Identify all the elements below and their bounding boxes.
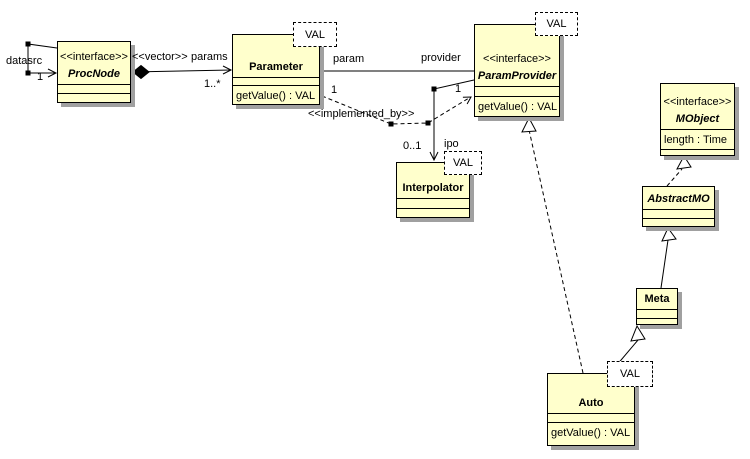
hollow-triangle-icon <box>676 155 692 170</box>
attributes-compartment <box>397 198 469 208</box>
class-name: Auto <box>578 397 604 409</box>
waypoint-handle <box>388 121 394 127</box>
template-param-box-auto: VAL <box>607 361 653 387</box>
edge-implemented-by-dependency <box>318 93 472 127</box>
edge-multiplicity-ipo: 0..1 <box>403 140 422 152</box>
operations-compartment: getValue() : VAL <box>475 96 559 118</box>
template-param-box-parameter: VAL <box>293 22 337 47</box>
attributes-compartment <box>475 86 559 96</box>
class-name: MObject <box>675 113 720 125</box>
edge-auto-paramprovider-realization <box>521 116 584 374</box>
waypoint-handle <box>25 41 31 47</box>
title-compartment: AbstractMO <box>643 187 714 209</box>
waypoint-handle <box>431 86 437 92</box>
edge-stereotype-vector: <<vector>> <box>132 51 188 63</box>
operations-compartment <box>58 93 130 104</box>
template-param-box-interpolator: VAL <box>444 151 482 175</box>
open-arrow-icon <box>429 151 439 162</box>
attributes-compartment: length : Time <box>661 129 734 149</box>
edge-role-param: param <box>333 53 365 65</box>
waypoint-handle <box>25 70 31 76</box>
edge-provider-ipo-association <box>429 79 475 162</box>
title-compartment: Meta <box>637 289 677 309</box>
title-compartment: <<interface>> MObject <box>661 84 734 129</box>
template-param-box-paramprovider: VAL <box>535 12 578 36</box>
class-box-paramprovider: <<interface>> ParamProvider getValue() :… <box>474 24 560 117</box>
stereotype-label: <<interface>> <box>483 53 551 65</box>
attribute-label: length : Time <box>664 134 727 146</box>
edge-multiplicity-implemented-by-param-end: 1 <box>331 84 338 96</box>
operations-compartment <box>643 218 714 228</box>
open-arrow-icon <box>47 68 58 78</box>
edge-stereotype-implemented-by: <<implemented_by>> <box>308 108 415 120</box>
operations-compartment <box>637 318 677 326</box>
edge-multiplicity-params: 1..* <box>204 78 221 90</box>
class-name: Parameter <box>249 61 303 73</box>
class-box-meta: Meta <box>636 288 678 325</box>
edge-multiplicity-implemented-by-provider-end: 1 <box>455 83 462 95</box>
edge-params-composition <box>130 64 233 80</box>
operation-label: getValue() : VAL <box>478 101 558 113</box>
open-arrow-icon <box>462 96 472 105</box>
attributes-compartment <box>643 209 714 218</box>
edge-role-provider: provider <box>421 52 461 64</box>
operations-compartment <box>661 149 734 157</box>
attributes-compartment <box>58 84 130 93</box>
open-arrow-icon <box>222 65 233 75</box>
title-compartment: Auto <box>548 374 634 413</box>
edge-auto-meta-generalization <box>615 324 646 367</box>
operation-label: getValue() : VAL <box>551 427 631 439</box>
class-name: Interpolator <box>402 182 464 194</box>
edge-role-ipo: ipo <box>444 138 459 150</box>
hollow-triangle-icon <box>630 324 646 342</box>
title-compartment: Interpolator <box>397 163 469 198</box>
attributes-compartment <box>548 413 634 422</box>
class-name: ParamProvider <box>477 70 557 82</box>
title-compartment: <<interface>> ProcNode <box>58 42 130 84</box>
attributes-compartment <box>637 309 677 318</box>
class-box-abstractmo: AbstractMO <box>642 186 715 227</box>
title-compartment: <<interface>> ParamProvider <box>475 25 559 86</box>
waypoint-handle <box>425 120 431 126</box>
class-box-mobject: <<interface>> MObject length : Time <box>660 83 735 156</box>
class-name: Meta <box>644 293 670 305</box>
stereotype-label: <<interface>> <box>60 51 128 63</box>
operations-compartment: getValue() : VAL <box>548 422 634 447</box>
class-name: ProcNode <box>68 68 120 80</box>
edge-datasrc-self-association <box>25 41 58 78</box>
composition-diamond-icon <box>132 64 150 80</box>
title-compartment: Parameter <box>233 35 319 77</box>
edge-label-datasrc: datasrc <box>6 55 43 67</box>
edge-abstractmo-mobject-realization <box>666 155 692 187</box>
edge-multiplicity-datasrc: 1 <box>37 71 44 83</box>
edge-label-params: params <box>191 51 228 63</box>
class-name: AbstractMO <box>647 193 710 205</box>
hollow-triangle-icon <box>661 227 677 242</box>
operations-compartment <box>397 208 469 219</box>
edge-meta-abstractmo-generalization <box>660 227 677 289</box>
operation-label: getValue() : VAL <box>236 90 316 102</box>
hollow-triangle-icon <box>521 116 537 133</box>
operations-compartment: getValue() : VAL <box>233 85 319 106</box>
stereotype-label: <<interface>> <box>663 96 732 108</box>
attributes-compartment <box>233 77 319 85</box>
class-box-procnode: <<interface>> ProcNode <box>57 41 131 103</box>
